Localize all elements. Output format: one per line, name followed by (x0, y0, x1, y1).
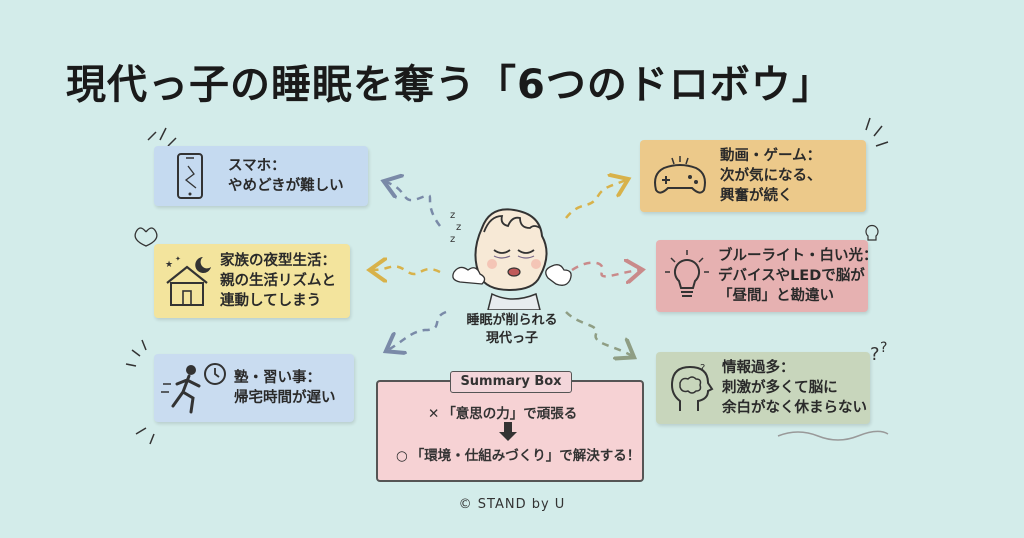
copyright: © STAND by U (458, 497, 566, 512)
circle-icon: ○ (396, 448, 408, 464)
center-label: 睡眠が削られる 現代っ子 (466, 313, 558, 346)
card-video-game: 動画・ゲーム： 次が気になる、 興奮が続く (640, 140, 866, 212)
juku-text: 塾・習い事： 帰宅時間が遅い (234, 370, 336, 406)
svg-text:✦: ✦ (175, 255, 181, 263)
svg-text:★: ★ (165, 260, 173, 270)
svg-text:?: ? (870, 344, 880, 365)
arrow-to-info (565, 311, 632, 356)
game-text: 動画・ゲーム： 次が気になる、 興奮が続く (720, 148, 822, 204)
svg-text:?: ? (880, 340, 887, 356)
family-text: 家族の夜型生活： 親の生活リズムと 連動してしまう (220, 253, 336, 309)
card-smartphone: スマホ： やめどきが難しい (154, 146, 368, 206)
arrow-to-game (565, 180, 626, 219)
bluelight-text: ブルーライト・白い光： デバイスやLEDで脳が 「昼間」と勘違い (718, 248, 878, 304)
running-clock-icon (154, 360, 234, 416)
page-title: 現代っ子の睡眠を奪う「6つのドロボウ」 (66, 62, 833, 108)
head-brain-icon: ? (656, 361, 722, 415)
arrow-to-juku (388, 310, 447, 350)
card-juku: 塾・習い事： 帰宅時間が遅い (154, 354, 354, 422)
smartphone-text: スマホ： やめどきが難しい (228, 158, 344, 194)
arrow-to-smartphone (386, 182, 441, 227)
cross-icon: ✕ (428, 406, 440, 422)
summary-right-approach: ○「環境・仕組みづくり」で解決する！ (396, 448, 641, 464)
arrow-to-family (372, 266, 441, 274)
svg-text:?: ? (700, 363, 705, 374)
gamepad-icon (640, 154, 720, 198)
card-family-night: ★✦ 家族の夜型生活： 親の生活リズムと 連動してしまう (154, 244, 350, 318)
svg-text:z: z (450, 234, 455, 245)
tired-child-icon: z z z (450, 208, 572, 310)
svg-text:z: z (450, 210, 455, 221)
svg-text:z: z (456, 222, 461, 233)
arrow-to-bluelight (571, 263, 640, 277)
info-text: 情報過多： 刺激が多くて脳に 余白がなく休まらない (722, 360, 867, 416)
summary-wrong-approach: ✕「意思の力」で頑張る (428, 406, 578, 422)
card-blue-light: ブルーライト・白い光： デバイスやLEDで脳が 「昼間」と勘違い (656, 240, 878, 312)
lightbulb-icon (656, 250, 718, 302)
smartphone-icon (154, 152, 228, 200)
house-moon-icon: ★✦ (154, 253, 220, 309)
down-arrow-icon (498, 422, 518, 446)
summary-tag: Summary Box (450, 371, 572, 393)
card-info-overload: ? 情報過多： 刺激が多くて脳に 余白がなく休まらない (656, 352, 870, 424)
summary-box: Summary Box ✕「意思の力」で頑張る ○「環境・仕組みづくり」で解決す… (376, 371, 644, 482)
